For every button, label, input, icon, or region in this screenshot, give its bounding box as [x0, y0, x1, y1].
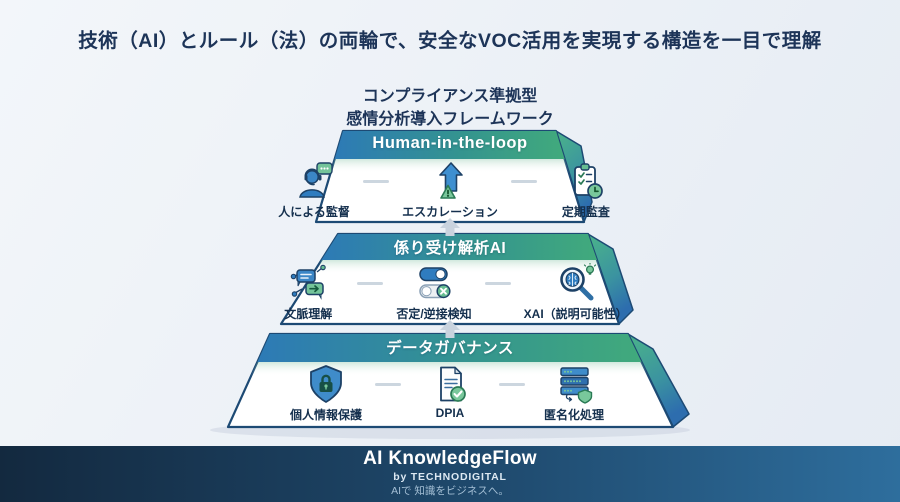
item-negation-detection: 否定/逆接検知	[396, 263, 472, 322]
item-label: 人による監督	[278, 205, 350, 219]
negation-toggle-icon	[419, 267, 451, 299]
anonymization-server-icon	[560, 367, 593, 404]
item-label: 文脈理解	[284, 307, 333, 321]
item-personal-data-protection: 個人情報保護	[290, 364, 362, 423]
agent-headset-icon	[299, 162, 333, 198]
connector-line	[484, 282, 511, 285]
escalation-arrow-icon	[439, 162, 463, 199]
tier-1-title: Human-in-the-loop	[372, 134, 528, 152]
item-label: XAI（説明可能性）	[523, 307, 628, 321]
brand-tagline: AIで 知識をビジネスへ。	[391, 485, 509, 498]
connector-line	[375, 383, 401, 386]
tier-2-title: 係り受け解析AI	[393, 240, 507, 257]
item-label: エスカレーション	[402, 205, 498, 219]
dpia-document-icon	[440, 366, 466, 402]
item-xai: XAI（説明可能性）	[524, 263, 628, 322]
page-title: 技術（AI）とルール（法）の両輪で、安全なVOC活用を実現する構造を一目で理解	[78, 30, 822, 52]
tier-2-items: 文脈理解 否定/逆接検知	[0, 263, 900, 322]
tier-dependency-ai-shape	[279, 232, 634, 326]
connector-line	[499, 383, 525, 386]
audit-clipboard-icon	[573, 163, 603, 199]
item-context-understanding: 文脈理解	[272, 263, 344, 322]
item-dpia: DPIA	[414, 364, 486, 420]
up-arrow-icon	[440, 320, 460, 338]
up-arrow-icon	[440, 218, 460, 236]
connector-line	[363, 180, 390, 183]
footer-banner: AI KnowledgeFlow by TECHNODIGITAL AIで 知識…	[0, 446, 900, 502]
tier-3-items: 個人情報保護 DPIA	[0, 364, 900, 423]
context-bubbles-icon	[291, 264, 327, 300]
diagram-subtitle: コンプライアンス準拠型 感情分析導入フレームワーク	[0, 85, 900, 131]
item-human-oversight: 人による監督	[278, 161, 350, 220]
item-label: 定期監査	[561, 205, 610, 219]
tier-3-title: データガバナンス	[386, 340, 514, 357]
connector-line	[510, 180, 537, 183]
item-label: 否定/逆接検知	[396, 307, 472, 321]
connector-line	[357, 282, 384, 285]
item-escalation: エスカレーション	[402, 161, 498, 220]
item-label: DPIA	[435, 406, 465, 420]
brand-name: AI KnowledgeFlow	[363, 447, 537, 469]
item-periodic-audit: 定期監査	[550, 161, 622, 220]
xai-magnifier-icon	[559, 263, 596, 301]
item-label: 個人情報保護	[289, 408, 362, 422]
subtitle-line-1: コンプライアンス準拠型	[362, 88, 538, 105]
item-label: 匿名化処理	[543, 408, 604, 422]
item-anonymization: 匿名化処理	[538, 364, 610, 423]
shield-lock-icon	[310, 365, 342, 403]
tier-1-items: 人による監督 エスカレーション 定期監査	[0, 161, 900, 220]
subtitle-line-2: 感情分析導入フレームワーク	[346, 111, 554, 129]
brand-byline: by TECHNODIGITAL	[393, 470, 507, 483]
